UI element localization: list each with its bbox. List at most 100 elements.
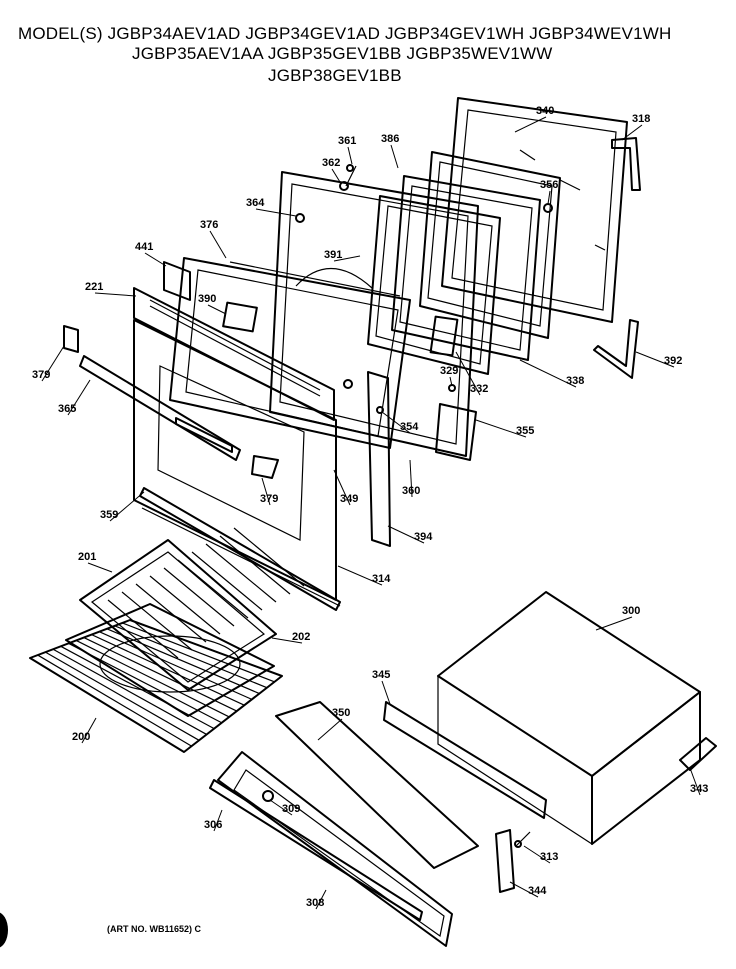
callout-leader [337, 565, 383, 586]
part-number-label: 202 [292, 631, 310, 643]
part-number-label: 221 [85, 281, 103, 293]
callout-leader [109, 491, 145, 522]
callout-leader [475, 419, 527, 438]
part-number-label: 349 [340, 493, 358, 505]
rack-bar [75, 639, 230, 718]
part-number-label: 340 [536, 105, 554, 117]
broiler-slot [191, 551, 263, 611]
part-number-label: 329 [440, 365, 458, 377]
part-number-label: 338 [566, 375, 584, 387]
callout-leader [87, 562, 113, 573]
broiler-slot [163, 567, 235, 627]
rack-bar [98, 631, 253, 700]
callout-leader [381, 680, 391, 705]
part-number-label: 360 [402, 485, 420, 497]
door-bottom-trim-359 [139, 487, 341, 611]
rack-bar [52, 648, 207, 735]
door-handle-365 [79, 355, 241, 461]
inner-door-panel-376 [169, 257, 411, 449]
callout-leader [269, 799, 293, 816]
part-number-label: 359 [100, 509, 118, 521]
broiler-slot [135, 583, 207, 643]
callout-leader [347, 146, 353, 165]
part-number-label: 354 [400, 421, 419, 433]
part-number-label: 343 [690, 783, 708, 795]
broiler-slot [177, 559, 249, 619]
rack-bar [91, 634, 245, 706]
rack-bar [37, 654, 192, 747]
callout-leader [255, 208, 297, 217]
broiler-slot [205, 543, 277, 603]
drawer-panel-350 [275, 701, 479, 869]
part-number-label: 356 [540, 179, 558, 191]
rack-bar [114, 625, 268, 689]
part-number-label: 309 [282, 803, 300, 815]
callout-leader [317, 718, 343, 741]
part-number-label: 350 [332, 707, 350, 719]
part-number-label: 362 [322, 157, 340, 169]
door-glass-assembly-338 [391, 151, 561, 361]
drawer-trim-306 [209, 779, 423, 921]
callout-leader [514, 116, 547, 133]
part-number-label: 313 [540, 851, 558, 863]
callout-leader [81, 717, 97, 744]
callout-leader [455, 351, 481, 396]
callout-leader [261, 477, 271, 506]
drawer-rail-345 [383, 701, 547, 819]
part-number-label: 390 [198, 293, 216, 305]
rack-bar [129, 619, 283, 677]
part-number-label: 201 [78, 551, 96, 563]
oven-rack-200 [29, 619, 283, 753]
model-line-2: JGBP35AEV1AA JGBP35GEV1BB JGBP35WEV1WW [132, 44, 553, 63]
door-gasket-318 [611, 137, 641, 191]
part-number-label: 391 [324, 249, 342, 261]
callout-leader [409, 459, 413, 498]
callout-leader [333, 255, 361, 262]
broiler-pan-202 [65, 603, 275, 717]
part-number-label: 364 [246, 197, 265, 209]
hinge-clip-379 [63, 325, 79, 353]
part-number-label: 394 [414, 531, 433, 543]
callout-leader [689, 767, 701, 796]
callout-leader [271, 637, 303, 644]
part-number-label: 300 [622, 605, 640, 617]
rack-bar [45, 651, 200, 741]
part-number-label: 308 [306, 897, 324, 909]
door-stop-379 [251, 455, 279, 479]
callout-leader [207, 304, 227, 315]
door-outer-panel-340 [441, 97, 628, 323]
broiler-slots [107, 527, 305, 659]
callout-leader [547, 190, 551, 205]
callout-leader [390, 144, 399, 169]
part-number-label: 376 [200, 219, 218, 231]
rack-bar [68, 642, 222, 724]
callout-leader [213, 809, 223, 832]
part-number-label: 361 [338, 135, 356, 147]
callout-leader [387, 525, 425, 544]
part-number-label: 386 [381, 133, 399, 145]
part-number-label: 314 [372, 573, 391, 585]
part-number-label: 332 [470, 383, 488, 395]
part-number-label: 441 [135, 241, 153, 253]
model-line-3: JGBP38GEV1BB [268, 66, 402, 85]
callout-leader [209, 230, 227, 259]
broiler-pan-insert-201 [79, 527, 305, 691]
callout-leader [509, 881, 539, 898]
model-line-1: MODEL(S) JGBP34AEV1AD JGBP34GEV1AD JGBP3… [18, 24, 672, 43]
callout-leader [523, 845, 551, 864]
part-number-label: 379 [32, 369, 50, 381]
part-number-label: 200 [72, 731, 90, 743]
screws [295, 164, 553, 414]
broiler-slot [233, 527, 305, 587]
rack-bar [83, 636, 238, 712]
drawer-front-308 [217, 751, 453, 947]
callout-leader [621, 124, 643, 141]
part-number-label: 365 [58, 403, 76, 415]
hinge-bracket-441 [163, 261, 191, 301]
broiler-slot [149, 575, 221, 635]
rack-bar [106, 628, 260, 695]
part-number-label: 306 [204, 819, 222, 831]
door-gasket-392 [593, 319, 639, 379]
